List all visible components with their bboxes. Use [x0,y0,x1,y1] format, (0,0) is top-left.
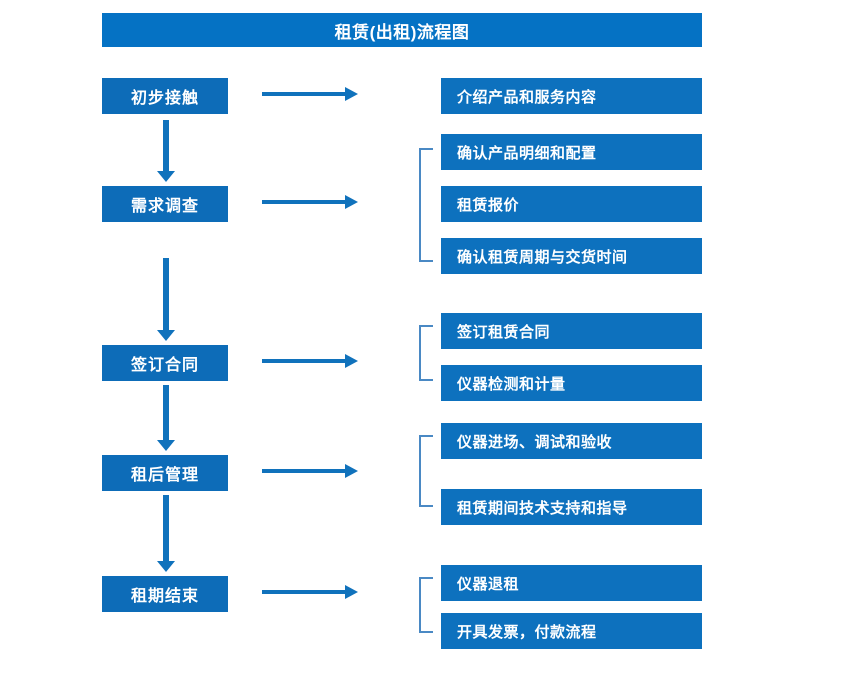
task-box-yi-qi-jin-chang[interactable]: 仪器进场、调试和验收 [441,423,702,459]
bracket-group-end [419,577,433,633]
bracket-group-post-rental [419,435,433,507]
stage-box-qian-ding-he-tong[interactable]: 签订合同 [102,345,228,381]
stage-box-zu-hou-guan-li[interactable]: 租后管理 [102,455,228,491]
arrow-zu-hou-guan-li-to-zu-qi-jie-shu [157,495,175,572]
page-title: 租赁(出租)流程图 [102,13,702,47]
stage-box-chu-bu-jie-chu[interactable]: 初步接触 [102,78,228,114]
task-box-qian-ding-zu-lin-he-tong[interactable]: 签订租赁合同 [441,313,702,349]
stage-box-zu-qi-jie-shu[interactable]: 租期结束 [102,576,228,612]
bracket-group-contract [419,325,433,381]
task-box-jie-shao-chan-pin[interactable]: 介绍产品和服务内容 [441,78,702,114]
task-box-kai-ju-fa-piao[interactable]: 开具发票，付款流程 [441,613,702,649]
stage-arrow-3 [262,354,358,368]
stage-arrow-5 [262,585,358,599]
stage-box-xu-qiu-diao-cha[interactable]: 需求调查 [102,186,228,222]
task-box-que-ren-zu-lin-zhou-qi[interactable]: 确认租赁周期与交货时间 [441,238,702,274]
stage-arrow-2 [262,195,358,209]
stage-arrow-1 [262,87,358,101]
task-box-zu-lin-qi-jian-zhi-chi[interactable]: 租赁期间技术支持和指导 [441,489,702,525]
bracket-group-demand [419,148,433,262]
arrow-qian-ding-he-tong-to-zu-hou-guan-li [157,385,175,451]
task-box-zu-lin-bao-jia[interactable]: 租赁报价 [441,186,702,222]
stage-arrow-4 [262,464,358,478]
arrow-xu-qiu-diao-cha-to-qian-ding-he-tong [157,258,175,341]
arrow-chu-bu-jie-chu-to-xu-qiu-diao-cha [157,120,175,182]
task-box-yi-qi-tui-zu[interactable]: 仪器退租 [441,565,702,601]
task-box-yi-qi-jian-ce[interactable]: 仪器检测和计量 [441,365,702,401]
task-box-que-ren-chan-pin[interactable]: 确认产品明细和配置 [441,134,702,170]
